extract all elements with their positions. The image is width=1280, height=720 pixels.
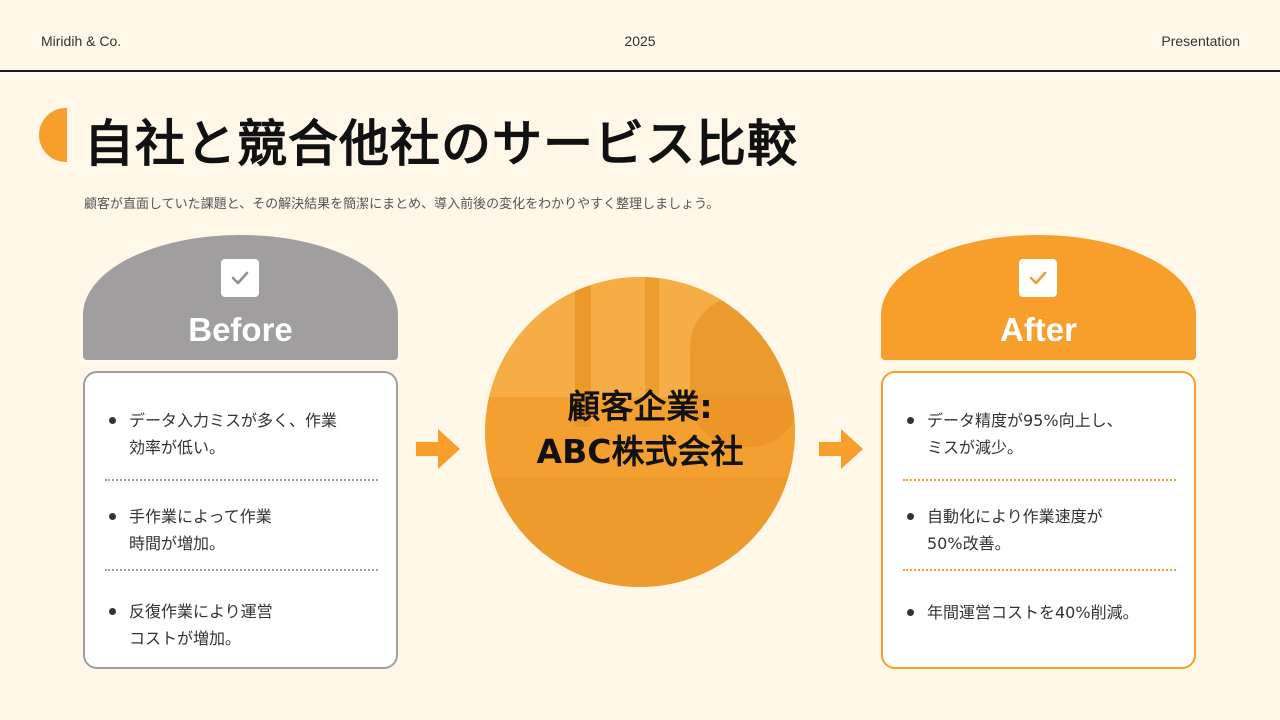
list-item: データ精度が95%向上し、 ミスが減少。 <box>903 407 1178 461</box>
bullet-icon <box>907 513 914 520</box>
after-card: データ精度が95%向上し、 ミスが減少。 自動化により作業速度が 50%改善。 … <box>881 371 1196 669</box>
bullet-icon <box>907 609 914 616</box>
customer-photo-circle: 顧客企業: ABC株式会社 <box>485 277 795 587</box>
bullet-icon <box>907 417 914 424</box>
divider <box>903 479 1176 481</box>
photo-window-frame <box>575 277 591 427</box>
bullet-icon <box>109 608 116 615</box>
arrow-right-icon <box>416 429 460 469</box>
list-item: 反復作業により運営 コストが増加。 <box>105 598 380 652</box>
header-label: Presentation <box>1161 33 1240 49</box>
header-year: 2025 <box>624 33 656 49</box>
list-item: データ入力ミスが多く、作業 効率が低い。 <box>105 407 380 461</box>
divider <box>105 569 378 571</box>
page-title: 自社と競合他社のサービス比較 <box>84 115 798 173</box>
check-icon <box>1019 259 1057 297</box>
before-card: データ入力ミスが多く、作業 効率が低い。 手作業によって作業 時間が増加。 反復… <box>83 371 398 669</box>
photo-desk-area <box>485 477 795 587</box>
photo-window-frame <box>645 277 659 397</box>
photo-person-shape <box>690 297 795 447</box>
check-icon <box>221 259 259 297</box>
divider <box>105 479 378 481</box>
divider <box>903 569 1176 571</box>
bullet-icon <box>109 417 116 424</box>
before-header: Before <box>83 235 398 360</box>
list-item: 年間運営コストを40%削減。 <box>903 599 1178 626</box>
company-name: Miridih & Co. <box>41 33 122 49</box>
list-item: 手作業によって作業 時間が増加。 <box>105 503 380 557</box>
bullet-icon <box>109 513 116 520</box>
arrow-right-icon <box>819 429 863 469</box>
list-item: 自動化により作業速度が 50%改善。 <box>903 503 1178 557</box>
after-header: After <box>881 235 1196 360</box>
after-label: After <box>999 311 1077 348</box>
customer-name: 顧客企業: ABC株式会社 <box>536 387 744 471</box>
header: Miridih & Co. 2025 Presentation <box>0 0 1280 72</box>
page-subtitle: 顧客が直面していた課題と、その解決結果を簡潔にまとめ、導入前後の変化をわかりやす… <box>84 197 720 212</box>
title-accent-mark <box>39 108 67 162</box>
before-label: Before <box>188 311 293 348</box>
